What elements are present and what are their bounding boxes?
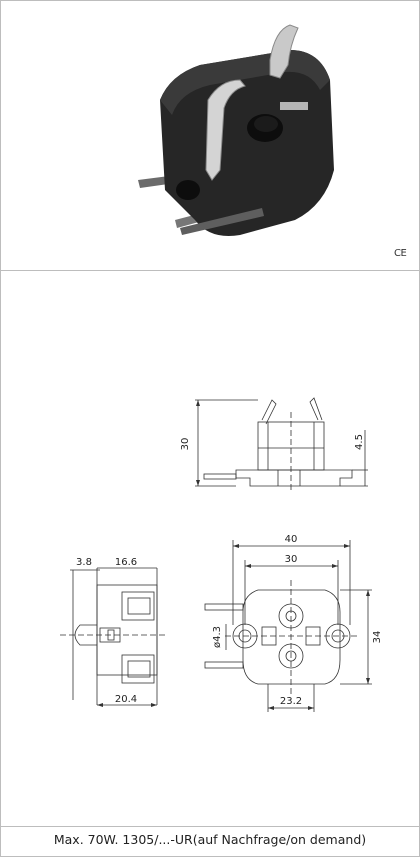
mount-hole: [176, 180, 200, 200]
rear-view: [60, 567, 165, 706]
dim-rear-top-right: 16.6: [115, 557, 137, 568]
dim-front-outer-width: 40: [285, 534, 298, 545]
divider-top: [0, 270, 420, 271]
product-photo: [138, 24, 334, 236]
ce-mark: CE: [394, 248, 407, 259]
housing: [160, 50, 334, 236]
dim-front-inner-width: 30: [285, 554, 298, 565]
dim-rear-top-left: 3.8: [76, 557, 92, 568]
dim-rear-bottom: 20.4: [115, 694, 137, 705]
front-view: [204, 540, 372, 712]
socket-hole-inner: [254, 116, 278, 132]
dimension-arrows: [97, 400, 370, 710]
side-view: [195, 397, 368, 492]
clip-right: [269, 24, 299, 79]
dim-side-step: 4.5: [354, 434, 365, 450]
dim-side-height: 30: [180, 438, 191, 451]
dim-front-hole: ø4.3: [212, 626, 223, 648]
contact-strip: [280, 102, 308, 110]
caption: Max. 70W. 1305/...-UR(auf Nachfrage/on d…: [53, 832, 367, 847]
dim-front-height: 34: [372, 631, 383, 644]
dim-front-bottom: 23.2: [280, 696, 302, 707]
clip-left: [205, 79, 246, 181]
pin-front: [180, 208, 264, 235]
divider-bottom: [0, 826, 420, 827]
